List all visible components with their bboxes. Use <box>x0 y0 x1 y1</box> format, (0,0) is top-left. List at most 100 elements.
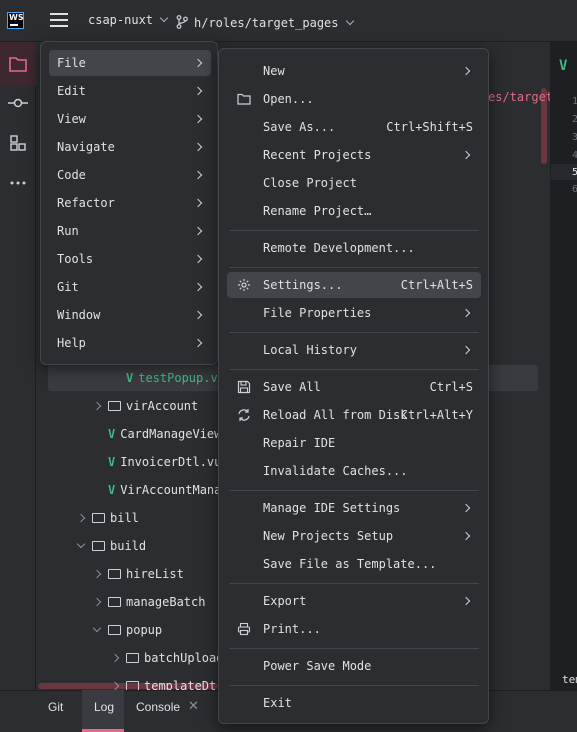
tree-item-viraccount[interactable]: virAccount <box>92 392 199 420</box>
git-branch-icon <box>176 15 188 29</box>
menu-item-run[interactable]: Run <box>49 218 211 244</box>
menu-separator <box>229 369 479 370</box>
save-icon <box>237 380 251 394</box>
vue-file-icon: V <box>126 371 134 385</box>
menu-item-label: Save File as Template... <box>263 557 437 571</box>
project-selector[interactable]: csap-nuxt <box>88 13 169 27</box>
chevron-right-icon <box>461 531 471 541</box>
file-menu-print[interactable]: Print... <box>227 616 481 642</box>
tab-console[interactable]: Console <box>136 700 181 714</box>
file-menu-open[interactable]: Open... <box>227 86 481 112</box>
current-line-highlight <box>551 164 577 180</box>
menu-item-file[interactable]: File <box>49 50 211 76</box>
structure-icon[interactable] <box>8 133 28 153</box>
menu-item-tools[interactable]: Tools <box>49 246 211 272</box>
folder-icon <box>108 569 121 579</box>
tree-item-build[interactable]: build <box>76 532 146 560</box>
file-menu-save-file-as-template[interactable]: Save File as Template... <box>227 551 481 577</box>
tree-item-label: testPopup.vue <box>138 371 233 385</box>
menu-item-help[interactable]: Help <box>49 330 211 356</box>
menu-item-edit[interactable]: Edit <box>49 78 211 104</box>
tree-item-managebatch[interactable]: manageBatch <box>92 588 205 616</box>
menu-item-label: File Properties <box>263 306 372 320</box>
menu-item-navigate[interactable]: Navigate <box>49 134 211 160</box>
chevron-right-icon <box>193 86 203 96</box>
menu-item-label: Exit <box>263 696 292 710</box>
file-menu-manage-ide-settings[interactable]: Manage IDE Settings <box>227 495 481 521</box>
menu-item-label: Edit <box>57 84 86 98</box>
file-menu-remote-development[interactable]: Remote Development... <box>227 235 481 261</box>
branch-name: h/roles/target_pages <box>194 16 339 30</box>
tree-item-batchupload[interactable]: batchUpload <box>110 644 223 672</box>
tree-item-label: virAccount <box>126 399 199 413</box>
editor-area[interactable] <box>550 42 577 690</box>
menu-item-label: Invalidate Caches... <box>263 464 408 478</box>
scrollbar[interactable] <box>541 88 547 164</box>
menu-item-git[interactable]: Git <box>49 274 211 300</box>
menu-item-window[interactable]: Window <box>49 302 211 328</box>
commit-icon[interactable] <box>8 93 28 113</box>
menu-separator <box>229 648 479 649</box>
file-menu-repair-ide[interactable]: Repair IDE <box>227 430 481 456</box>
tree-item-label: hireList <box>126 567 184 581</box>
menu-item-label: Manage IDE Settings <box>263 501 401 515</box>
branch-selector[interactable]: h/roles/target_pages <box>176 13 354 30</box>
line-number: 5 <box>572 167 577 178</box>
tree-item-label: VirAccountManage <box>120 483 236 497</box>
menu-item-label: Tools <box>57 252 94 266</box>
file-menu-power-save-mode[interactable]: Power Save Mode <box>227 653 481 679</box>
reload-icon <box>238 409 250 421</box>
tab-git[interactable]: Git <box>48 700 64 714</box>
file-menu-save-as[interactable]: Save As...Ctrl+Shift+S <box>227 114 481 140</box>
file-menu-local-history[interactable]: Local History <box>227 337 481 363</box>
vue-tab-icon[interactable]: V <box>559 58 568 74</box>
menu-item-view[interactable]: View <box>49 106 211 132</box>
file-menu-file-properties[interactable]: File Properties <box>227 300 481 326</box>
menu-separator <box>229 267 479 268</box>
logo-text: WS <box>9 13 24 22</box>
tree-item-hirelist[interactable]: hireList <box>92 560 184 588</box>
file-menu-rename-project[interactable]: Rename Project… <box>227 198 481 224</box>
file-menu-new[interactable]: New <box>227 58 481 84</box>
file-menu-invalidate-caches[interactable]: Invalidate Caches... <box>227 458 481 484</box>
webstorm-logo[interactable]: WS <box>7 12 24 29</box>
menu-item-label: Recent Projects <box>263 148 372 162</box>
editor-path-fragment: es/target_ <box>488 90 550 104</box>
folder-icon[interactable] <box>8 54 28 74</box>
file-menu-exit[interactable]: Exit <box>227 690 481 716</box>
more-icon[interactable] <box>8 173 28 193</box>
main-menu-icon[interactable] <box>50 13 68 27</box>
file-menu-export[interactable]: Export <box>227 588 481 614</box>
line-number: 1 <box>572 96 577 107</box>
close-icon[interactable]: ✕ <box>188 699 199 714</box>
chevron-down-icon <box>76 539 86 549</box>
print-icon <box>237 622 251 636</box>
tree-item-bill[interactable]: bill <box>76 504 139 532</box>
file-menu-new-projects-setup[interactable]: New Projects Setup <box>227 523 481 549</box>
tree-item-label: popup <box>126 623 163 637</box>
chevron-down-icon <box>345 16 354 26</box>
folder-icon <box>237 93 251 105</box>
menu-separator <box>229 332 479 333</box>
file-menu-recent-projects[interactable]: Recent Projects <box>227 142 481 168</box>
tool-window-strip <box>0 42 36 690</box>
file-menu-close-project[interactable]: Close Project <box>227 170 481 196</box>
file-submenu: New Open... Save As...Ctrl+Shift+S Recen… <box>218 48 489 724</box>
tree-item-popup[interactable]: popup <box>92 616 163 644</box>
tab-log[interactable]: Log <box>94 700 115 714</box>
menu-item-refactor[interactable]: Refactor <box>49 190 211 216</box>
menu-item-label: Navigate <box>57 140 115 154</box>
chevron-right-icon <box>461 345 471 355</box>
horizontal-scrollbar[interactable] <box>38 683 218 689</box>
menu-item-label: View <box>57 112 86 126</box>
file-menu-settings[interactable]: Settings...Ctrl+Alt+S <box>227 272 481 298</box>
menu-item-code[interactable]: Code <box>49 162 211 188</box>
folder-icon <box>92 541 105 551</box>
folder-icon <box>108 625 121 635</box>
